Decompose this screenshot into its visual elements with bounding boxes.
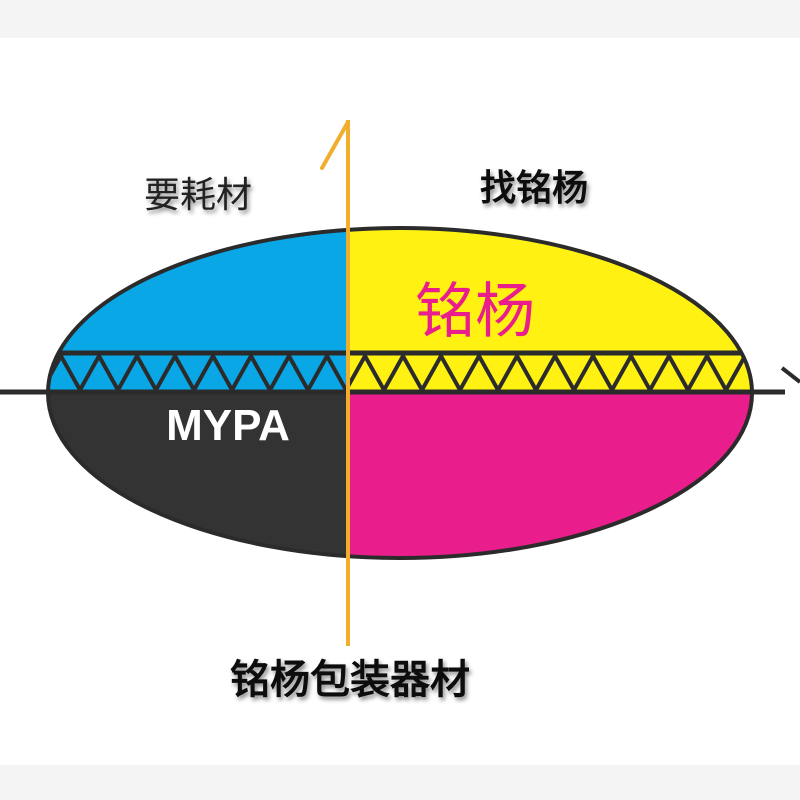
label-top-right: 找铭杨 xyxy=(480,168,588,209)
top-margin-band xyxy=(0,0,800,38)
brand-chinese: 铭杨 xyxy=(415,277,535,347)
label-top-left: 要耗材 xyxy=(144,175,252,216)
axis-arrow-hook-icon xyxy=(320,120,350,170)
brand-english: MYPA xyxy=(166,401,290,450)
bottom-margin-band xyxy=(0,765,800,800)
quadrant-magenta xyxy=(348,393,752,558)
axis-arrow-icon xyxy=(780,366,800,384)
label-bottom: 铭杨包装器材 xyxy=(230,657,470,703)
zigzag-pattern xyxy=(48,351,752,395)
